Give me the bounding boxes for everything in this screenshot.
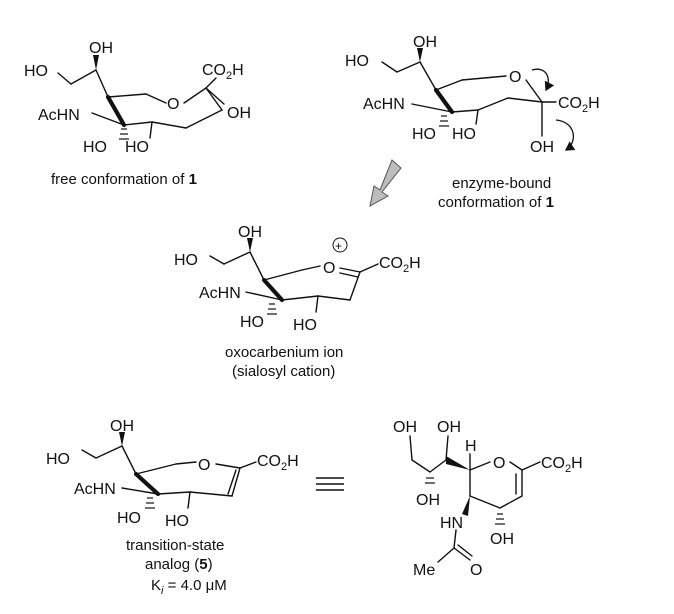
achn-label: AcHN bbox=[38, 107, 80, 124]
ho-label: HO bbox=[46, 451, 70, 468]
caption-transition-state: transition-state bbox=[126, 537, 224, 554]
caption-enzyme-bound: conformation of 1 bbox=[438, 194, 554, 211]
ho-label: HO bbox=[24, 63, 48, 80]
caption-transition-state: analog (5) bbox=[145, 556, 213, 573]
oh-label: OH bbox=[413, 34, 437, 51]
hydrogen-label: H bbox=[465, 438, 477, 455]
oh-label: OH bbox=[393, 419, 417, 436]
curved-arrow-icon bbox=[531, 68, 555, 92]
ring-oxygen-label: O bbox=[167, 96, 179, 113]
oh-label: OH bbox=[437, 419, 461, 436]
achn-label: AcHN bbox=[199, 285, 241, 302]
ho-label: HO bbox=[412, 126, 436, 143]
methyl-label: Me bbox=[413, 562, 435, 579]
molecule-free-conformation: HO OH AcHN O CO2H OH HO HO free conforma… bbox=[24, 40, 251, 188]
positive-charge-symbol: + bbox=[335, 239, 342, 253]
oh-label: OH bbox=[416, 492, 440, 509]
caption-oxocarbenium: oxocarbenium ion bbox=[225, 344, 343, 361]
ring-oxygen-label: O bbox=[323, 260, 335, 277]
ho-label: HO bbox=[174, 252, 198, 269]
molecule-oxocarbenium-ion: + HO OH AcHN O CO2H HO HO oxocarbenium i… bbox=[174, 224, 421, 380]
reaction-arrow-icon bbox=[369, 159, 402, 207]
ho-label: HO bbox=[240, 314, 264, 331]
equivalence-icon bbox=[316, 477, 344, 491]
ki-value: Ki = 4.0 μM bbox=[151, 577, 227, 597]
oh-label: OH bbox=[227, 105, 251, 122]
carbonyl-oxygen-label: O bbox=[470, 562, 482, 579]
caption-oxocarbenium: (sialosyl cation) bbox=[232, 363, 335, 380]
ho-label: HO bbox=[83, 139, 107, 156]
oh-label: OH bbox=[238, 224, 262, 241]
molecule-flat-structure: OH OH H O CO2H OH HN OH Me O bbox=[393, 419, 583, 579]
molecule-enzyme-bound: HO OH AcHN O CO2H HO HO OH enzyme-bound … bbox=[345, 34, 600, 211]
caption-enzyme-bound: enzyme-bound bbox=[452, 175, 551, 192]
co2h-label: CO2H bbox=[202, 62, 244, 82]
co2h-label: CO2H bbox=[541, 455, 583, 475]
oh-label: OH bbox=[490, 531, 514, 548]
oh-label: OH bbox=[110, 418, 134, 435]
oh-label: OH bbox=[89, 40, 113, 57]
ho-label: HO bbox=[345, 53, 369, 70]
ring-oxygen-label: O bbox=[198, 457, 210, 474]
co2h-label: CO2H bbox=[558, 95, 600, 115]
positive-charge-icon bbox=[332, 237, 348, 253]
caption-free-conformation: free conformation of 1 bbox=[51, 171, 197, 188]
ho-label: HO bbox=[293, 317, 317, 334]
ho-label: HO bbox=[117, 510, 141, 527]
ring-oxygen-label: O bbox=[493, 455, 505, 472]
oh-label: OH bbox=[530, 139, 554, 156]
achn-label: AcHN bbox=[74, 481, 116, 498]
curved-arrow-icon bbox=[555, 119, 576, 151]
ho-label: HO bbox=[125, 139, 149, 156]
achn-label: AcHN bbox=[363, 96, 405, 113]
ring-oxygen-label: O bbox=[509, 69, 521, 86]
co2h-label: CO2H bbox=[257, 453, 299, 473]
co2h-label: CO2H bbox=[379, 255, 421, 275]
ho-label: HO bbox=[452, 126, 476, 143]
molecule-transition-state-analog: HO OH AcHN O CO2H HO HO transition-state… bbox=[46, 418, 299, 597]
ho-label: HO bbox=[165, 513, 189, 530]
hn-label: HN bbox=[440, 515, 463, 532]
